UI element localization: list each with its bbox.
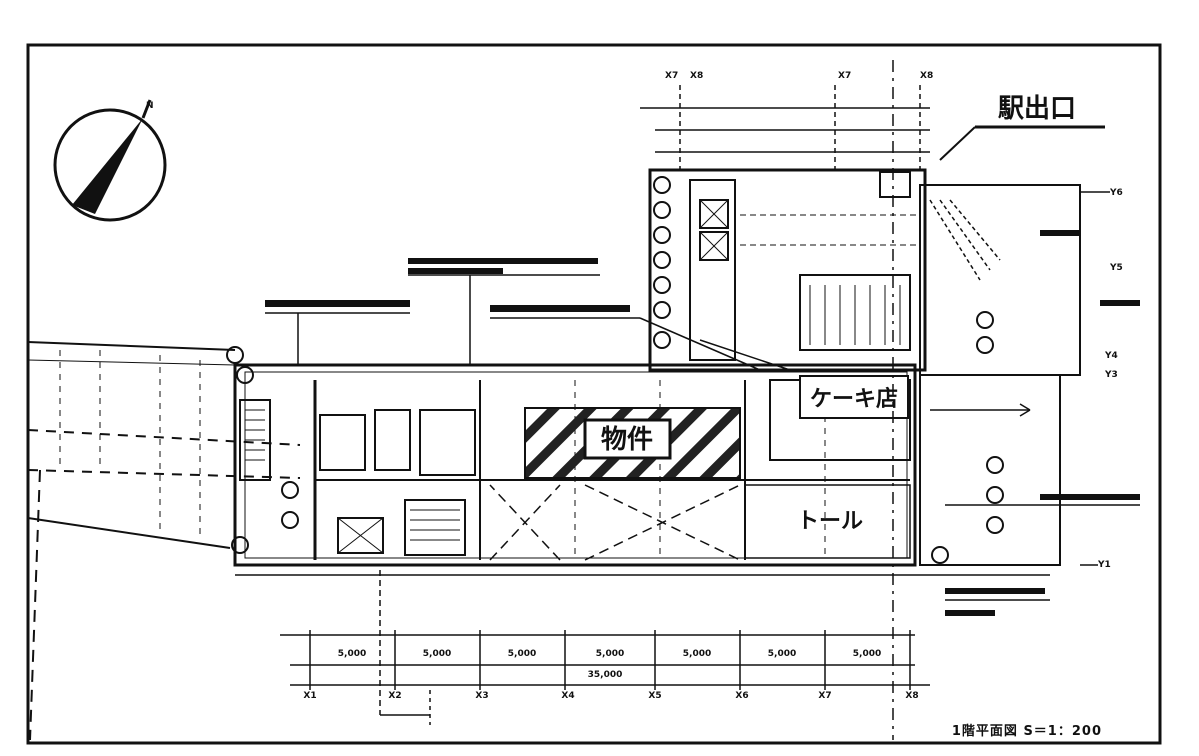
dimension-values: 5,000 5,000 5,000 5,000 5,000 5,000 5,00… xyxy=(338,649,881,680)
station-exit: 駅出口 xyxy=(939,94,1105,161)
north-label: N xyxy=(146,101,154,111)
grid-label-x: X8 xyxy=(905,691,918,701)
toilet-area: トール xyxy=(744,484,911,559)
dimension-value: 5,000 xyxy=(853,649,881,659)
note-scribbles xyxy=(265,230,1140,616)
dimension-value: 5,000 xyxy=(423,649,451,659)
grid-label-x: X2 xyxy=(388,691,401,701)
property-label: 物件 xyxy=(601,425,653,455)
upper-block xyxy=(648,168,927,372)
toilet-label: トール xyxy=(797,509,863,534)
grid-labels-x: X1 X2 X3 X4 X5 X6 X7 X8 xyxy=(303,691,918,701)
dimension-value: 35,000 xyxy=(588,670,623,680)
grid-label-x: X1 xyxy=(303,691,316,701)
top-grid-label: X8 xyxy=(920,71,933,81)
station-exit-label: 駅出口 xyxy=(998,94,1076,124)
top-dimensions xyxy=(640,60,930,740)
cake-shop-label: ケーキ店 xyxy=(810,387,898,412)
columns xyxy=(226,176,1004,564)
drawing-frame xyxy=(26,43,1162,745)
dimension-value: 5,000 xyxy=(338,649,366,659)
top-grid-labels: X7 X8 X7 X8 xyxy=(665,71,933,81)
grid-label-x: X4 xyxy=(561,691,574,701)
dimension-value: 5,000 xyxy=(768,649,796,659)
grid-label-y: Y5 xyxy=(1109,263,1123,273)
drawing-caption: 1階平面図 S＝1：200 xyxy=(952,723,1102,739)
note-leaders xyxy=(265,274,1140,601)
grid-labels-y: Y1 Y3 Y4 Y5 Y6 xyxy=(1080,188,1123,570)
grid-label-y: Y6 xyxy=(1109,188,1123,198)
top-grid-label: X7 xyxy=(665,71,678,81)
dimension-value: 5,000 xyxy=(683,649,711,659)
bottom-dimensions xyxy=(235,570,1050,725)
grid-label-y: Y3 xyxy=(1104,370,1118,380)
dimension-value: 5,000 xyxy=(508,649,536,659)
north-compass-icon: N xyxy=(53,99,167,222)
top-grid-label: X8 xyxy=(690,71,703,81)
grid-label-x: X3 xyxy=(475,691,488,701)
grid-label-y: Y1 xyxy=(1097,560,1111,570)
top-grid-label: X7 xyxy=(838,71,851,81)
dimension-value: 5,000 xyxy=(596,649,624,659)
right-area xyxy=(919,184,1081,566)
cake-shop-area: ケーキ店 xyxy=(769,375,911,461)
left-adjoining-area xyxy=(27,341,301,741)
grid-label-x: X7 xyxy=(818,691,831,701)
grid-label-y: Y4 xyxy=(1104,351,1118,361)
grid-label-x: X6 xyxy=(735,691,748,701)
property-area: 物件 xyxy=(524,407,741,479)
grid-label-x: X5 xyxy=(648,691,661,701)
